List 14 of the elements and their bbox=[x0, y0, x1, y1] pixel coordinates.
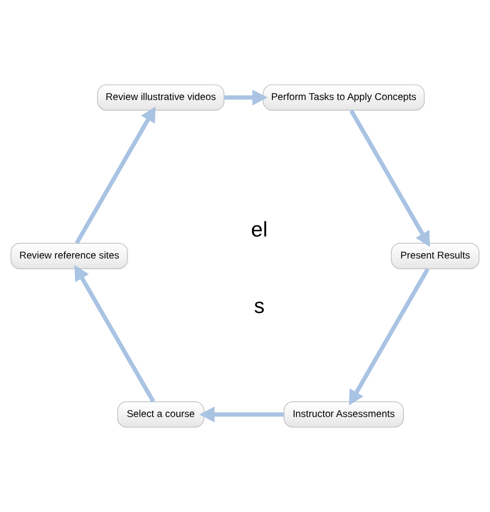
label: s bbox=[254, 294, 265, 318]
arrow bbox=[199, 406, 284, 422]
node-box: Instructor Assessments bbox=[284, 401, 404, 428]
node-box: Review reference sites bbox=[10, 242, 128, 270]
node-box: Present Results bbox=[391, 242, 480, 270]
arrow bbox=[224, 90, 268, 106]
node-box: Review illustrative videos bbox=[97, 84, 224, 111]
arrow bbox=[349, 109, 430, 248]
node-box: Perform Tasks to Apply Concepts bbox=[262, 84, 425, 111]
label: el bbox=[251, 218, 268, 242]
arrow bbox=[74, 106, 156, 244]
arrow bbox=[74, 264, 156, 403]
node-box: Select a course bbox=[117, 401, 204, 428]
arrow bbox=[348, 268, 430, 406]
